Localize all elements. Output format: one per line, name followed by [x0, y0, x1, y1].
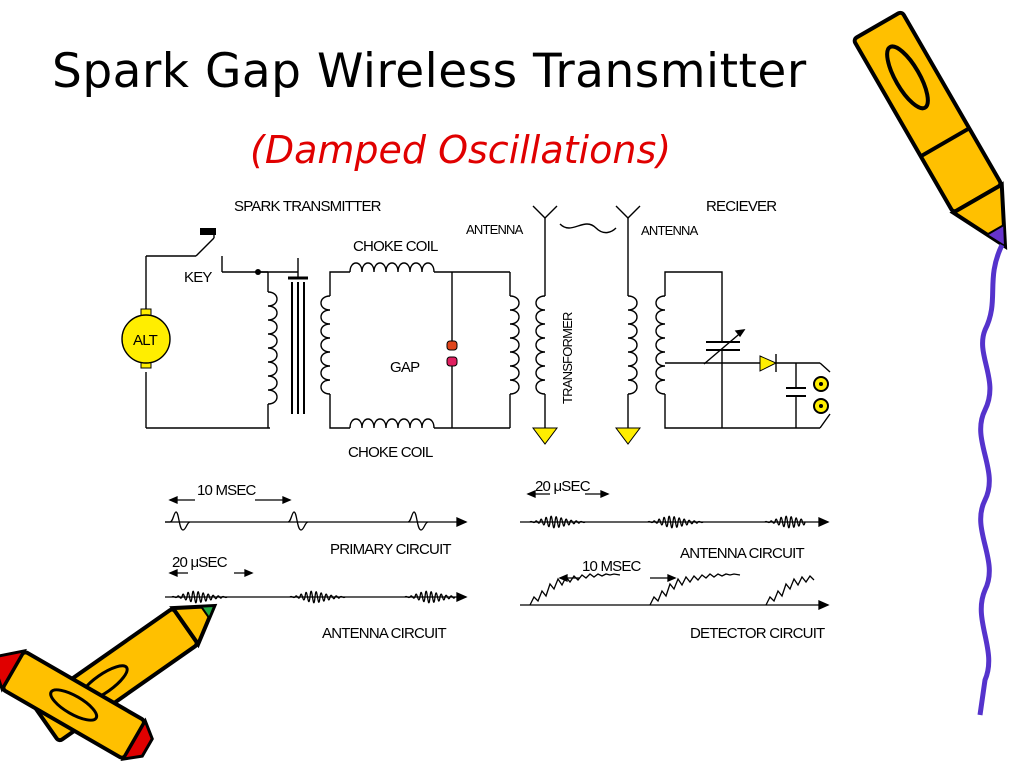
antenna-circuit-label-b: ANTENNA CIRCUIT — [680, 545, 804, 562]
choke-coil-top — [349, 262, 435, 273]
antenna-right-label: ANTENNA — [641, 223, 699, 238]
alt-label: ALT — [133, 332, 158, 349]
detector-circuit-label: DETECTOR CIRCUIT — [690, 625, 825, 642]
ten-msec-label-a: 10 MSEC — [197, 482, 257, 499]
spark-gap-electrodes — [446, 340, 458, 367]
ten-msec-label-b: 10 MSEC — [582, 558, 642, 575]
ground-right — [615, 427, 641, 445]
key-label: KEY — [184, 269, 212, 286]
choke-coil-bottom — [349, 418, 435, 429]
antenna-left-label: ANTENNA — [466, 222, 524, 237]
receiver-antenna-coil — [627, 295, 638, 395]
twenty-usec-label-b: 20 μSEC — [535, 478, 591, 495]
antenna-circuit-label-a: ANTENNA CIRCUIT — [322, 625, 446, 642]
key-knob — [200, 228, 216, 235]
twenty-usec-label-a: 20 μSEC — [172, 554, 228, 571]
secondary-coil — [320, 295, 331, 395]
choke-coil-bottom-label: CHOKE COIL — [348, 444, 433, 461]
headphones — [813, 376, 829, 414]
radio-wave-arrow — [559, 223, 617, 234]
receiver-label: RECIEVER — [706, 198, 777, 215]
gap-label: GAP — [390, 359, 420, 376]
purple-squiggle — [977, 243, 1005, 716]
receiver-coil — [655, 295, 666, 395]
crayon-top-right — [852, 10, 1008, 251]
choke-coil-top-label: CHOKE COIL — [353, 238, 438, 255]
primary-coil — [267, 291, 278, 405]
spark-transmitter-label: SPARK TRANSMITTER — [234, 198, 382, 215]
crayon-bottom-left-b — [0, 648, 154, 762]
transformer-label: TRANSFORMER — [560, 312, 575, 404]
slide-title: Spark Gap Wireless Transmitter — [52, 44, 807, 99]
slide-subtitle: (Damped Oscillations) — [250, 128, 672, 172]
waveforms — [165, 490, 830, 611]
primary-circuit-label: PRIMARY CIRCUIT — [330, 541, 451, 558]
alternator — [121, 308, 171, 369]
antenna-coupling-coil-left — [535, 295, 546, 395]
transformer-primary — [509, 295, 520, 395]
primary-pulse-1 — [165, 511, 191, 531]
ground-left — [532, 427, 558, 445]
detector-diode — [759, 355, 778, 372]
